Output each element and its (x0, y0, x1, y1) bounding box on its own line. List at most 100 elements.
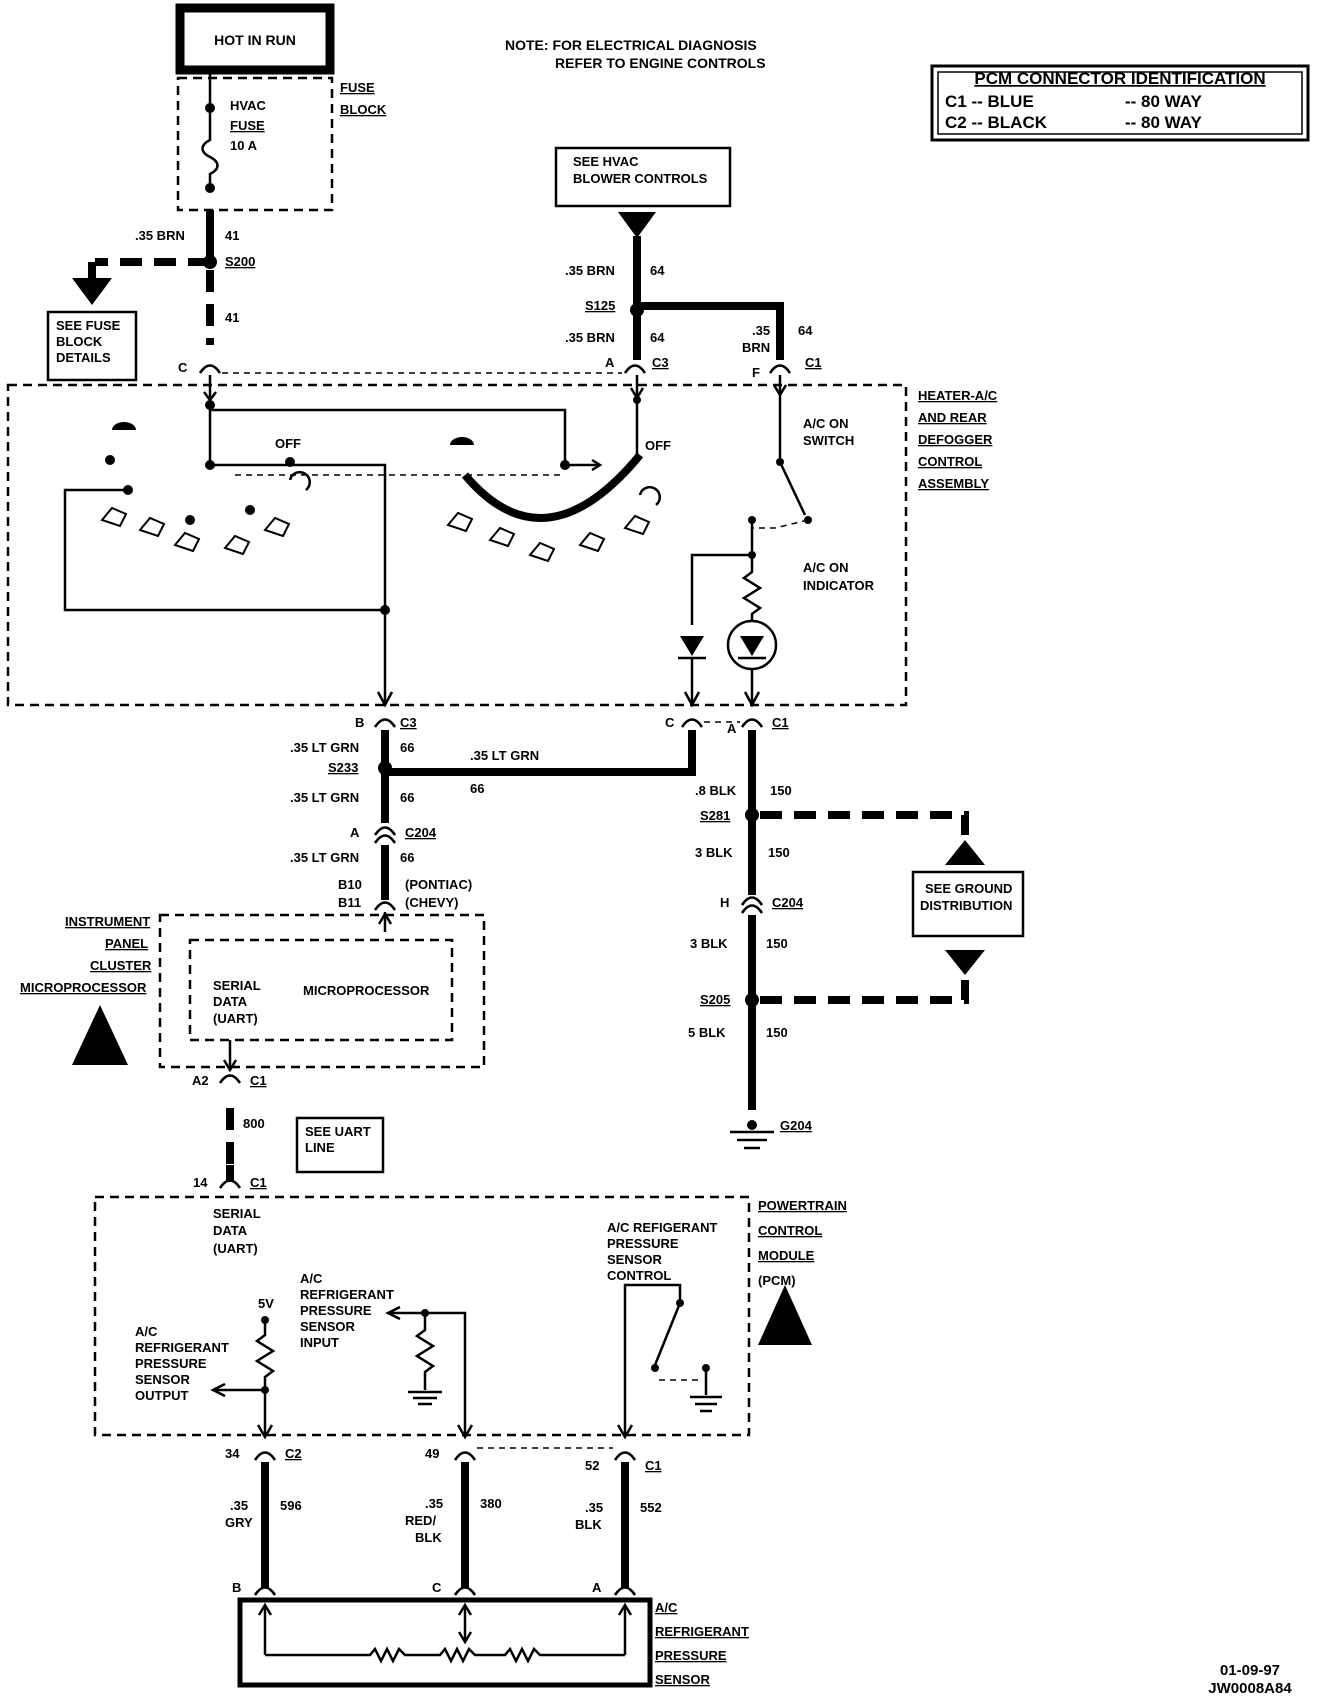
connector-c1-ipc: C1 (250, 1073, 267, 1088)
wire-64a-gauge: .35 BRN (565, 263, 615, 278)
pin-h-c204: H (720, 895, 729, 910)
ipc-t3-label: CLUSTER (90, 958, 152, 973)
wire-41b-number: 41 (225, 310, 239, 325)
wire-41a-number: 41 (225, 228, 239, 243)
pin-a-top: A (605, 355, 615, 370)
pcm-t1-label: POWERTRAIN (758, 1198, 847, 1213)
pcm-serial3-label: (UART) (213, 1241, 258, 1256)
wire-64a-number: 64 (650, 263, 665, 278)
wire-64c-number: 64 (798, 323, 813, 338)
off-label-right: OFF (645, 438, 671, 453)
pcm-in1-label: A/C (300, 1271, 323, 1286)
connector-c3-bottom: C3 (400, 715, 417, 730)
ipc-t2-label: PANEL (105, 936, 148, 951)
pcm-connector-id-box: PCM CONNECTOR IDENTIFICATION C1 -- BLUE … (930, 64, 1310, 142)
wires-blower-ref1-label: SEE HVAC (573, 154, 639, 169)
fuse-name-2: FUSE (230, 118, 265, 133)
pin-c-top: C (178, 360, 188, 375)
ground-symbol-g204 (730, 1120, 774, 1150)
diagram-date-stamp: 01-09-97 (1220, 1662, 1280, 1679)
pin-b10: B10 (338, 877, 362, 892)
hot-in-run-box: HOT IN RUN (175, 3, 335, 75)
pcm-in3-label: PRESSURE (300, 1303, 372, 1318)
pcm-ctl1-label: A/C REFIGERANT (607, 1220, 718, 1235)
wire-150b-number: 150 (768, 845, 790, 860)
splice-s233: S233 (328, 760, 358, 775)
wire-380-gauge-3: BLK (415, 1530, 442, 1545)
wire-150d-gauge: 5 BLK (688, 1025, 726, 1040)
pin-c-c1: C (665, 715, 675, 730)
ipc-serial1-label: SERIAL (213, 978, 261, 993)
wire-150c-gauge: 3 BLK (690, 936, 728, 951)
pcm-id-row2-right: -- 80 WAY (1125, 113, 1203, 132)
wire-150a-number: 150 (770, 783, 792, 798)
fuse-name-1: HVAC (230, 98, 266, 113)
wire-552-gauge-1: .35 (585, 1500, 603, 1515)
pcm-ctl2-label: PRESSURE (607, 1236, 679, 1251)
wire-150b-gauge: 3 BLK (695, 845, 733, 860)
pcm-ctl3-label: SENSOR (607, 1252, 663, 1267)
wire-380-gauge-2: RED/ (405, 1513, 436, 1528)
ipc-t1-label: INSTRUMENT (65, 914, 150, 929)
esd-warning-icon-pcm (758, 1285, 812, 1345)
note-line-1: NOTE: FOR ELECTRICAL DIAGNOSIS (505, 37, 757, 53)
wires-ground-ref2-label: DISTRIBUTION (920, 898, 1012, 913)
pin-14: 14 (193, 1175, 208, 1190)
pcm-in4-label: SENSOR (300, 1319, 356, 1334)
wires-fuseblock-ref2-label: BLOCK (56, 334, 103, 349)
connector-c1-top: C1 (805, 355, 822, 370)
ac-on-indicator-label-1: A/C ON (803, 560, 849, 575)
pin-a2: A2 (192, 1073, 209, 1088)
pcm-out3-label: PRESSURE (135, 1356, 207, 1371)
pin-a-c204: A (350, 825, 360, 840)
wire-66c-number: 66 (400, 850, 414, 865)
diagram-code-stamp: JW0008A84 (1208, 1680, 1292, 1697)
ipc-t4-label: MICROPROCESSOR (20, 980, 147, 995)
pin-a-c1: A (727, 721, 737, 736)
sensor-t1-label: A/C (655, 1600, 678, 1615)
chevy-label: (CHEVY) (405, 895, 458, 910)
pin-c-sensor: C (432, 1580, 442, 1595)
esd-warning-icon (72, 1005, 128, 1065)
connector-c204-a: C204 (405, 825, 437, 840)
wire-150d-number: 150 (766, 1025, 788, 1040)
note-line-2: REFER TO ENGINE CONTROLS (555, 55, 766, 71)
heater-ac-control-assembly: HEATER-A/C AND REAR DEFOGGER CONTROL ASS… (6, 375, 998, 708)
fuse-block-label-2: BLOCK (340, 102, 387, 117)
pin-f-top: F (752, 365, 760, 380)
pcm-out4-label: SENSOR (135, 1372, 191, 1387)
heater-t1-label: HEATER-A/C (918, 388, 998, 403)
uart-line-ref: SEE UART LINE (295, 1116, 385, 1174)
wire-64b-gauge: .35 BRN (565, 330, 615, 345)
wires-ground-ref1-label: SEE GROUND (925, 881, 1012, 896)
wire-66c-gauge: .35 LT GRN (290, 850, 359, 865)
pin-b-sensor: B (232, 1580, 241, 1595)
wires-fuseblock-ref1-label: SEE FUSE (56, 318, 121, 333)
pin-52: 52 (585, 1458, 599, 1473)
splice-s200: S200 (225, 254, 255, 269)
fuse-block: HVAC FUSE 10 A FUSE BLOCK (176, 70, 387, 212)
fuse-block-details-ref: SEE FUSE BLOCK DETAILS (46, 310, 138, 382)
ac-refrigerant-pressure-sensor: A/C REFRIGERANT PRESSURE SENSOR (237, 1597, 749, 1688)
ground-g204: G204 (780, 1118, 813, 1133)
wire-64b-number: 64 (650, 330, 665, 345)
hot-in-run-label: HOT IN RUN (214, 32, 296, 48)
heater-t5-label: ASSEMBLY (918, 476, 989, 491)
blower-controls-ref: SEE HVAC BLOWER CONTROLS (554, 146, 732, 238)
wire-66a-gauge: .35 LT GRN (290, 740, 359, 755)
splice-s281: S281 (700, 808, 730, 823)
splice-s125: S125 (585, 298, 615, 313)
wires-fuseblock-ref3-label: DETAILS (56, 350, 111, 365)
wire-66h-number: 66 (470, 781, 484, 796)
pcm-id-row2-left: C2 -- BLACK (945, 113, 1048, 132)
pcm-t3-label: MODULE (758, 1248, 815, 1263)
pontiac-label: (PONTIAC) (405, 877, 472, 892)
wire-66a-number: 66 (400, 740, 414, 755)
wire-552-gauge-2: BLK (575, 1517, 602, 1532)
pcm-out2-label: REFRIGERANT (135, 1340, 229, 1355)
fuse-block-label-1: FUSE (340, 80, 375, 95)
heater-t4-label: CONTROL (918, 454, 982, 469)
wire-64c-gauge-2: BRN (742, 340, 770, 355)
wires-uart-ref2-label: LINE (305, 1140, 335, 1155)
pcm-serial2-label: DATA (213, 1223, 248, 1238)
